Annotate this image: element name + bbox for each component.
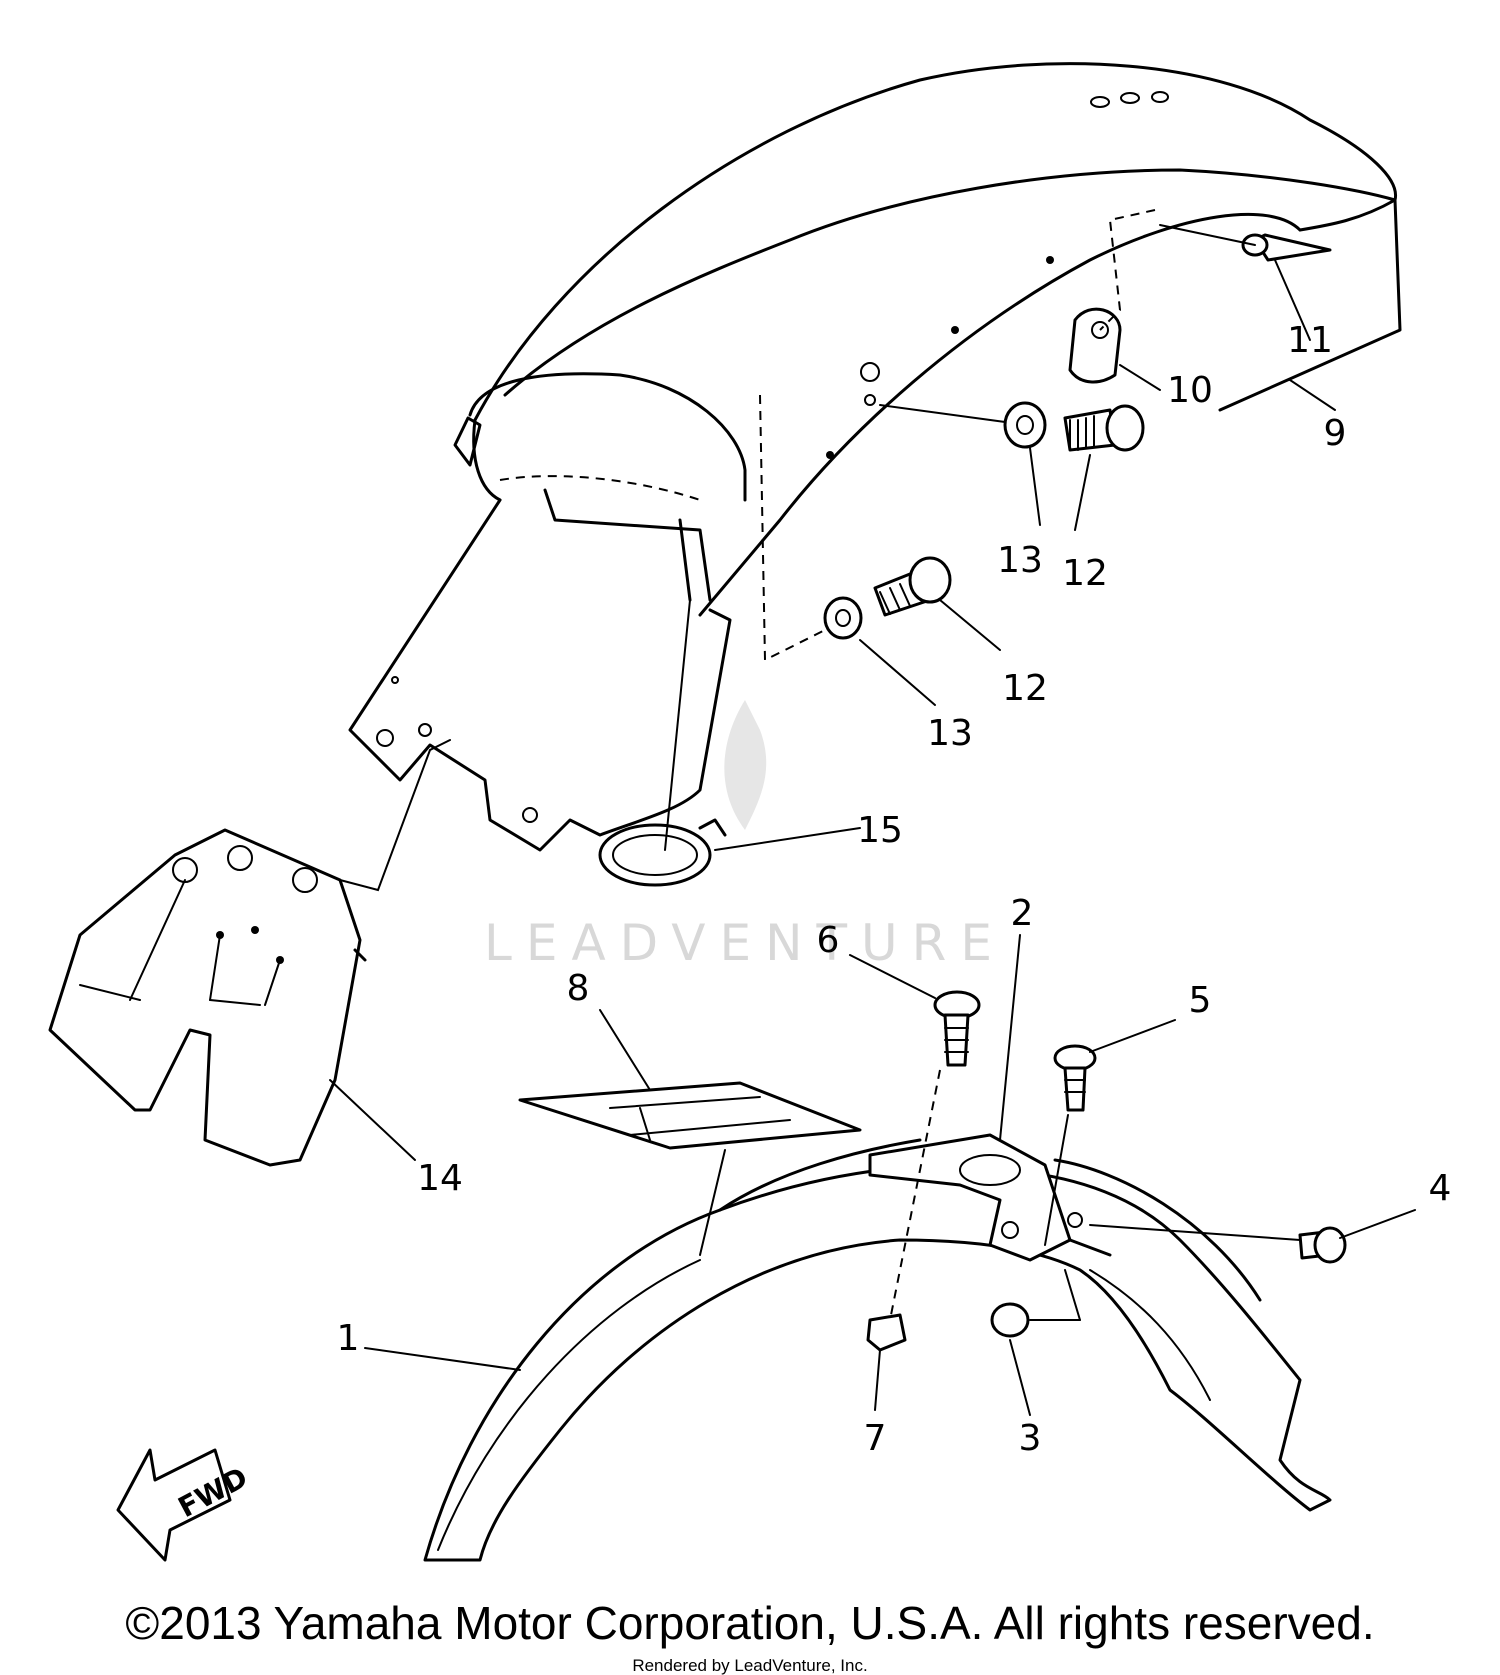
callout-4: 4 xyxy=(1429,1168,1452,1209)
callout-13b: 13 xyxy=(927,713,973,754)
fasteners-lower xyxy=(518,990,1347,1352)
callout-8: 8 xyxy=(567,968,590,1009)
callout-14: 14 xyxy=(417,1158,463,1199)
callout-numbers: 1 2 3 4 5 6 7 8 9 10 11 12 12 13 13 14 1… xyxy=(337,320,1452,1459)
rear-fender xyxy=(453,62,1402,662)
fwd-arrow: FWD xyxy=(116,1448,253,1562)
callout-15: 15 xyxy=(857,810,903,851)
callout-11: 11 xyxy=(1287,320,1333,361)
callout-10: 10 xyxy=(1167,370,1213,411)
watermark-text: LEADVENTURE xyxy=(484,914,1006,972)
callout-1: 1 xyxy=(337,1318,360,1359)
callout-3: 3 xyxy=(1019,1418,1042,1459)
leader-lines xyxy=(329,259,1416,1416)
rendered-by-notice: Rendered by LeadVenture, Inc. xyxy=(632,1656,868,1675)
copyright-notice: ©2013 Yamaha Motor Corporation, U.S.A. A… xyxy=(125,1597,1375,1649)
leadventure-watermark: LEADVENTURE xyxy=(484,700,1006,972)
fasteners-upper xyxy=(823,209,1332,640)
inner-mud-flap xyxy=(348,488,732,887)
callout-12a: 12 xyxy=(1062,553,1108,594)
callout-7: 7 xyxy=(864,1418,887,1459)
callout-2: 2 xyxy=(1011,893,1034,934)
callout-6: 6 xyxy=(817,920,840,961)
callout-9: 9 xyxy=(1324,413,1347,454)
callout-5: 5 xyxy=(1189,980,1212,1021)
callout-12b: 12 xyxy=(1002,668,1048,709)
callout-13a: 13 xyxy=(997,540,1043,581)
rear-flap xyxy=(48,739,451,1167)
